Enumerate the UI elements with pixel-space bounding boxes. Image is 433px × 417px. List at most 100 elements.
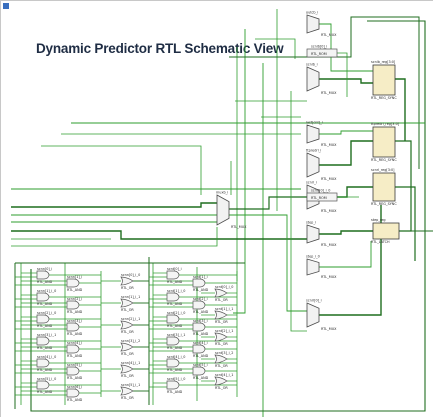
and-gate-type-label: RTL_AND bbox=[167, 280, 183, 284]
mux-type-label: RTL_MUX bbox=[231, 225, 247, 229]
rom-type-label: RTL_ROM bbox=[311, 52, 327, 56]
wire bbox=[319, 23, 373, 72]
and-gate-symbol bbox=[66, 278, 80, 288]
cell-layer: outcb_iRTL_MUXscnlb[0]_iRTL_ROMscnlb_iRT… bbox=[36, 11, 400, 402]
and-gate-type-label: RTL_AND bbox=[167, 368, 183, 372]
register-type-label: RTL_REG_SYNC bbox=[371, 96, 397, 100]
or-gate-symbol bbox=[214, 310, 228, 320]
mux-instance-label: ttpredrl_i bbox=[306, 149, 321, 153]
and-gate-instance-label: scnt[4]_i_0 bbox=[167, 355, 185, 359]
mux-instance-label: last[cnt]_i bbox=[306, 121, 323, 125]
wire bbox=[337, 52, 348, 97]
mux-symbol bbox=[306, 124, 320, 144]
and-gate-type-label: RTL_AND bbox=[37, 346, 53, 350]
or-gate-type-label: RTL_OR bbox=[121, 330, 134, 334]
mux-type-label: RTL_MUX bbox=[321, 209, 337, 213]
and-gate-symbol bbox=[66, 366, 80, 376]
and-gate-instance-label: scnn[2]_i_0 bbox=[37, 311, 56, 315]
mux-symbol bbox=[306, 66, 320, 92]
mux-symbol bbox=[216, 194, 230, 226]
register-block[interactable]: scnrl_reg[3:0]RTL_REG_SYNC bbox=[371, 168, 397, 206]
or-gate-symbol bbox=[120, 386, 134, 396]
register-block[interactable]: scnlb_reg[3:0]RTL_REG_SYNC bbox=[371, 60, 397, 100]
or-gate-instance-label: scnt[3]_i_2 bbox=[215, 351, 233, 355]
and-gate-instance-label: scnn[5]_i_0 bbox=[37, 377, 56, 381]
and-gate-type-label: RTL_AND bbox=[37, 280, 53, 284]
rom-type-label: RTL_ROM bbox=[311, 196, 327, 200]
or-gate-instance-label: scnt[2]_i_1 bbox=[215, 329, 233, 333]
and-gate-instance-label: scnn[1]_i bbox=[67, 275, 82, 279]
wire bbox=[11, 202, 217, 208]
wire bbox=[229, 196, 307, 210]
or-gate-instance-label: scnt[4]_i_1 bbox=[215, 373, 233, 377]
and-gate-symbol bbox=[192, 322, 206, 332]
mux-instance-label: outcb_i bbox=[306, 11, 318, 15]
mux-instance-label: scnrl[0]_i bbox=[306, 299, 322, 303]
or-gate-type-label: RTL_OR bbox=[215, 320, 228, 324]
and-gate-instance-label: scnn[3]_i bbox=[67, 319, 82, 323]
and-gate-symbol bbox=[36, 270, 50, 280]
and-gate-type-label: RTL_AND bbox=[193, 376, 209, 380]
and-gate-type-label: RTL_AND bbox=[67, 354, 83, 358]
or-gate-instance-label: scnn[0]_i_0 bbox=[121, 273, 140, 277]
and-gate-symbol bbox=[166, 270, 180, 280]
diagram-title: Dynamic Predictor RTL Schematic View bbox=[36, 41, 284, 56]
or-gate-symbol bbox=[120, 364, 134, 374]
wire bbox=[395, 186, 416, 261]
wire bbox=[11, 230, 307, 240]
or-gate-type-label: RTL_OR bbox=[121, 352, 134, 356]
register-block[interactable]: ttpredrl_reg[3:0]RTL_REG_SYNC bbox=[371, 122, 400, 162]
and-gate-type-label: RTL_AND bbox=[193, 332, 209, 336]
and-gate-instance-label: scnt[2]_i bbox=[193, 297, 208, 301]
or-gate-type-label: RTL_OR bbox=[215, 386, 228, 390]
and-gate-symbol bbox=[192, 344, 206, 354]
register-instance-label: scnrl_reg[3:0] bbox=[371, 168, 395, 172]
and-gate-symbol bbox=[192, 278, 206, 288]
